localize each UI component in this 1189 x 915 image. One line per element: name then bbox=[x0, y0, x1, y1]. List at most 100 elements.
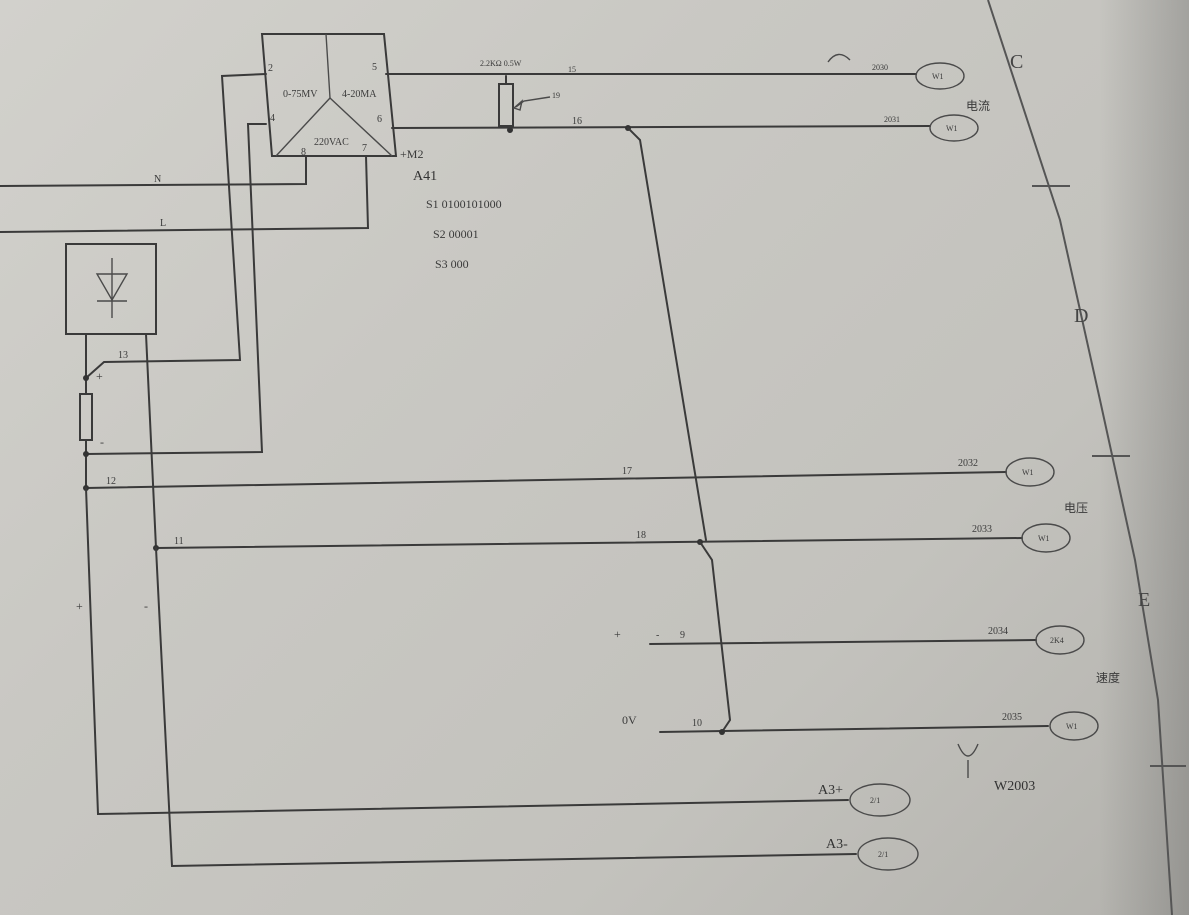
cable-ref: W2003 bbox=[994, 779, 1035, 794]
terminal-2031: W1 bbox=[929, 114, 979, 142]
setting-s3: S3 000 bbox=[435, 257, 469, 271]
setting-s2: S2 00001 bbox=[433, 227, 479, 241]
node-shunt-top bbox=[83, 375, 89, 381]
input-range: 0-75MV bbox=[283, 89, 318, 100]
terminal-5-label: 5 bbox=[372, 62, 377, 73]
terminal-ellipse bbox=[1021, 523, 1071, 553]
module-box bbox=[260, 33, 398, 157]
wire-num-2032: 2032 bbox=[958, 458, 978, 469]
a3-plus-label: A3+ bbox=[818, 783, 843, 798]
terminal-2035: W1 bbox=[1049, 711, 1099, 741]
module-triangle-left bbox=[275, 97, 331, 157]
pot-adjust-mark: 19 bbox=[552, 91, 560, 100]
wire-18-label: 18 bbox=[636, 530, 646, 541]
wire-2033 bbox=[155, 537, 1023, 549]
terminal-ellipse bbox=[929, 114, 979, 142]
pot-label: 2.2KΩ 0.5W bbox=[480, 59, 522, 68]
wire-11-riser bbox=[145, 333, 157, 549]
wire-shunt-minus bbox=[85, 123, 267, 455]
frame-line bbox=[987, 0, 1173, 915]
zone-label-c: C bbox=[1010, 51, 1023, 73]
pot-arrow-icon bbox=[512, 99, 524, 111]
zone-label-d: D bbox=[1074, 305, 1088, 327]
node-shunt-bottom bbox=[83, 451, 89, 457]
terminal-tag: W1 bbox=[932, 72, 944, 81]
terminal-tag: W1 bbox=[1038, 534, 1050, 543]
terminal-2032: W1 bbox=[1005, 457, 1055, 487]
terminal-a3-plus: 2/1 bbox=[849, 783, 911, 817]
terminal-4-label: 4 bbox=[270, 113, 275, 124]
pot-wire-top: 15 bbox=[568, 65, 576, 74]
note-current: 电流 bbox=[966, 99, 990, 113]
wire-18-drop bbox=[699, 541, 732, 733]
terminal-tag: W1 bbox=[1066, 722, 1078, 731]
wire-a3-plus bbox=[85, 487, 849, 816]
wire-13-label: 13 bbox=[118, 350, 128, 361]
input-wiring: 13 bbox=[85, 73, 267, 455]
zone-border: C D E bbox=[987, 0, 1186, 915]
wire-16-label: 16 bbox=[572, 116, 582, 127]
line-label: L bbox=[160, 218, 166, 229]
wire-10-label: 10 bbox=[692, 718, 702, 729]
terminal-tag: 2/1 bbox=[878, 850, 888, 859]
note-speed: 速度 bbox=[1096, 670, 1120, 685]
zone-label-e: E bbox=[1138, 589, 1150, 611]
output-wiring: 16 bbox=[385, 53, 931, 541]
setting-s1: S1 0100101000 bbox=[426, 197, 502, 211]
bottom-minus: - bbox=[144, 599, 148, 613]
terminal-tag: 2K4 bbox=[1050, 636, 1064, 645]
shunt-minus: - bbox=[100, 435, 104, 449]
terminal-ellipse bbox=[1035, 625, 1085, 655]
wire-a3-minus bbox=[155, 547, 857, 868]
terminal-ellipse bbox=[849, 783, 911, 817]
diode-icon bbox=[95, 273, 129, 302]
supply-voltage: 220VAC bbox=[314, 137, 349, 148]
terminal-6-label: 6 bbox=[377, 114, 382, 125]
bottom-plus: + bbox=[76, 599, 83, 613]
terminal-ellipse bbox=[857, 837, 919, 871]
module-triangle-right bbox=[329, 97, 393, 157]
wire-16-drop bbox=[627, 127, 707, 541]
wire-12-label: 12 bbox=[106, 476, 116, 487]
shunt-plus: + bbox=[96, 369, 103, 383]
wire-num-2034: 2034 bbox=[988, 626, 1008, 637]
transmitter-module: 2 4 5 6 8 7 0-75MV 4-20MA 220VAC +M2 A41… bbox=[260, 33, 502, 271]
wire-13 bbox=[85, 73, 267, 379]
wire-11-group: 11 18 bbox=[145, 333, 1023, 733]
plus-mark: + bbox=[614, 627, 621, 641]
wire-num-2033: 2033 bbox=[972, 524, 992, 535]
a3-minus-label: A3- bbox=[826, 837, 848, 852]
shunt-resistor: + - bbox=[79, 333, 104, 455]
potentiometer: 2.2KΩ 0.5W 15 19 bbox=[480, 59, 576, 133]
wire-2035 bbox=[659, 725, 1049, 733]
module-divider bbox=[325, 33, 331, 99]
terminal-ellipse bbox=[1049, 711, 1099, 741]
wire-9-label: 9 bbox=[680, 630, 685, 641]
wire-10-group: 0V 10 W2003 bbox=[622, 713, 1049, 794]
shunt-body bbox=[79, 393, 93, 441]
diode-box bbox=[65, 243, 157, 335]
terminal-2030: W1 bbox=[915, 62, 965, 90]
bottom-wiring: + - A3+ A3- bbox=[76, 487, 857, 868]
wire-num-2031: 2031 bbox=[884, 115, 900, 124]
neutral-label: N bbox=[154, 174, 161, 185]
terminal-tag: 2/1 bbox=[870, 796, 880, 805]
wire-2031 bbox=[391, 125, 931, 129]
diode-block bbox=[65, 243, 157, 335]
output-range: 4-20MA bbox=[342, 89, 377, 100]
note-voltage: 电压 bbox=[1064, 501, 1088, 515]
wire-num-2030: 2030 bbox=[872, 63, 888, 72]
side-notes: 电流 电压 速度 bbox=[966, 99, 1120, 685]
wire-9-minus: - bbox=[656, 630, 659, 641]
terminal-numbers: 2030 2031 2032 2033 2034 2035 bbox=[872, 63, 1022, 723]
terminal-tag: W1 bbox=[1022, 468, 1034, 477]
wire-num-2035: 2035 bbox=[1002, 712, 1022, 723]
cable-shield-icon bbox=[957, 743, 979, 757]
terminal-ellipse bbox=[1005, 457, 1055, 487]
terminal-2034: 2K4 bbox=[1035, 625, 1085, 655]
terminal-2033: W1 bbox=[1021, 523, 1071, 553]
terminal-ellipse bbox=[915, 62, 965, 90]
